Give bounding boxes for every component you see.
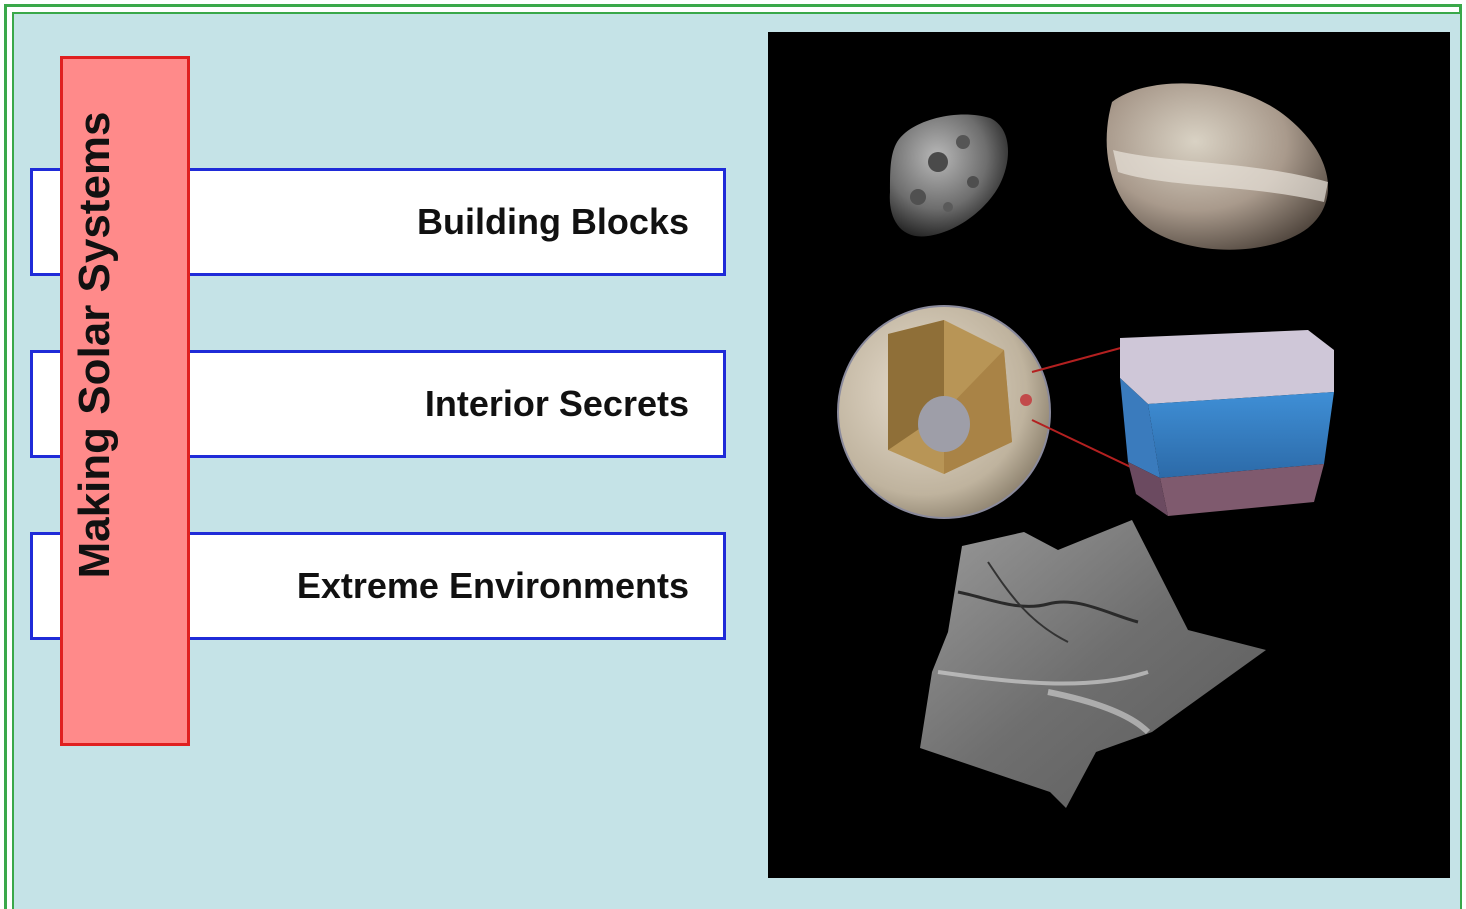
radar-mosaic-image (920, 520, 1266, 808)
cratered-moon-image (889, 114, 1009, 237)
planetary-images (837, 83, 1334, 808)
ice-shell-block-image (1120, 330, 1334, 516)
slide-title: Making Solar Systems (70, 111, 119, 579)
image-panel (768, 32, 1450, 878)
icy-moon-image (1106, 83, 1329, 250)
topic-label: Extreme Environments (296, 565, 689, 606)
title-bar (60, 56, 190, 746)
topic-label: Building Blocks (416, 201, 689, 242)
connector-line (1031, 345, 1129, 373)
topic-label: Interior Secrets (424, 383, 689, 424)
cutaway-interior-image (837, 305, 1051, 519)
